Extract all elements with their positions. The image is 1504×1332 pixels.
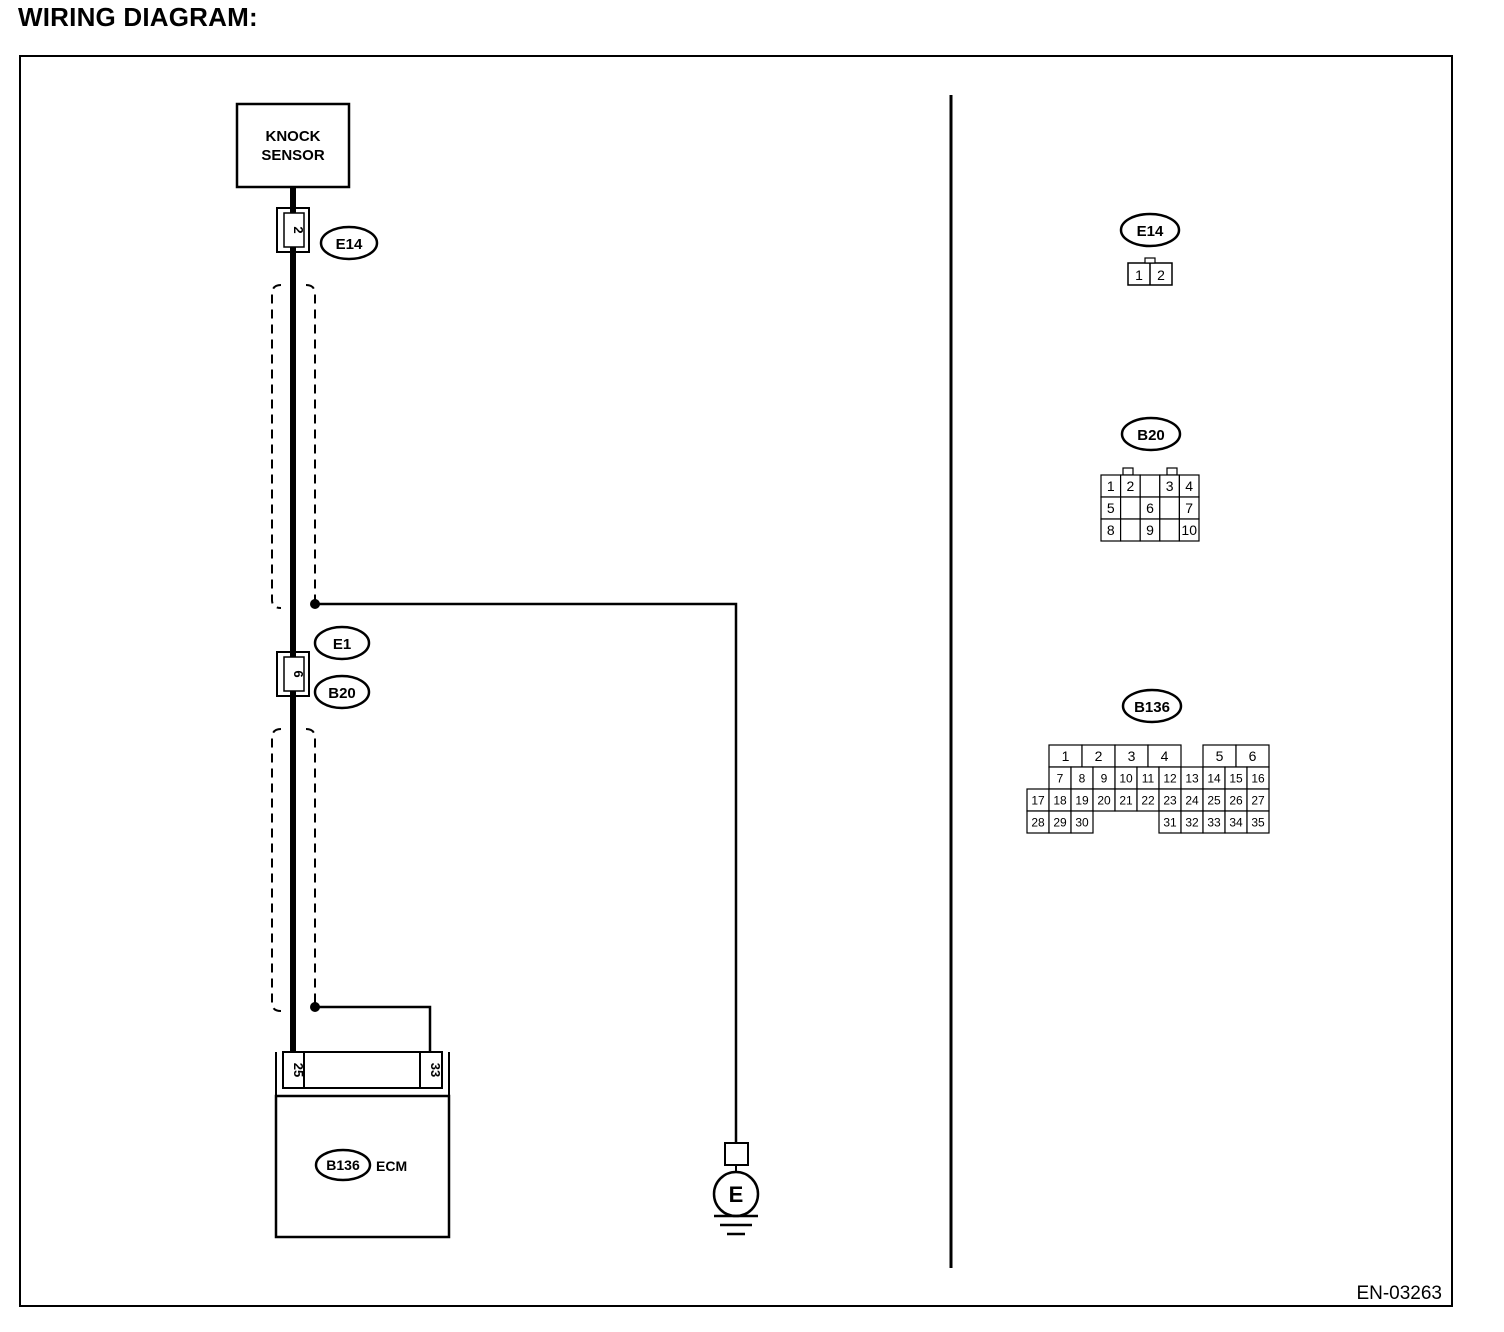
b136-pin-17: 17 — [1031, 793, 1045, 807]
b136-pin-31: 31 — [1163, 815, 1177, 829]
knock-sensor-label-1: KNOCK — [266, 128, 321, 145]
ecm-shield-wire — [315, 1005, 432, 1052]
b136-pin-6: 6 — [1249, 748, 1257, 764]
e14-badge-label: E14 — [336, 236, 363, 253]
b20-pin-9: 9 — [1146, 522, 1154, 538]
e14-connector-badge: E14 — [319, 225, 379, 261]
b136-pin-13: 13 — [1185, 771, 1199, 785]
b20-pin-6: 6 — [1146, 500, 1154, 516]
upper-shield-right — [305, 284, 316, 600]
b136-pin-23: 23 — [1163, 793, 1177, 807]
b136-pin-27: 27 — [1251, 793, 1265, 807]
b136-pin-21: 21 — [1119, 793, 1133, 807]
b136-pin-5: 5 — [1216, 748, 1224, 764]
b136-pin-25: 25 — [1207, 793, 1221, 807]
diagram-frame — [19, 55, 1453, 1307]
b20-pin-7: 7 — [1185, 500, 1193, 516]
b136-connector-badge — [314, 1148, 372, 1182]
b136-pin-2: 2 — [1095, 748, 1103, 764]
ecm-label: ECM — [376, 1158, 407, 1174]
b136-pin-33: 33 — [1207, 815, 1221, 829]
lower-shield-left — [271, 728, 282, 1012]
b136-pin-16: 16 — [1251, 771, 1265, 785]
b136-pin-9: 9 — [1101, 771, 1108, 785]
b20-pin-1: 1 — [1107, 478, 1115, 494]
b136-pin-8: 8 — [1079, 771, 1086, 785]
lower-shield-right — [305, 728, 316, 1003]
b136-pin-26: 26 — [1229, 793, 1243, 807]
b136-view-label: B136 — [1134, 699, 1170, 716]
b136-pin-28: 28 — [1031, 815, 1045, 829]
reference-code: EN-03263 — [1356, 1283, 1442, 1304]
b20-pin-4: 4 — [1185, 478, 1193, 494]
b136-pin-19: 19 — [1075, 793, 1089, 807]
lower-shield-splice — [310, 1002, 320, 1012]
b136-pin-15: 15 — [1229, 771, 1243, 785]
b20-connector-badge: B20 — [313, 674, 371, 710]
b136-pin-22: 22 — [1141, 793, 1155, 807]
b20-pin-number: 6 — [291, 670, 306, 677]
e1-connector-badge: E1 — [313, 625, 371, 661]
b136-pin-24: 24 — [1185, 793, 1199, 807]
e14-pin-number: 2 — [291, 226, 306, 233]
e14-view-pin-1: 1 — [1135, 267, 1143, 283]
b20-pin-3: 3 — [1166, 478, 1174, 494]
b136-pin-30: 30 — [1075, 815, 1089, 829]
b20-pin-2: 2 — [1127, 478, 1135, 494]
e1-badge-label: E1 — [333, 636, 351, 653]
b136-pin-11: 11 — [1142, 771, 1155, 785]
b136-pin-18: 18 — [1053, 793, 1067, 807]
upper-shield-splice — [310, 599, 320, 609]
b136-pin-3: 3 — [1128, 748, 1136, 764]
knock-sensor-label-2: SENSOR — [261, 147, 325, 164]
page-title: WIRING DIAGRAM: — [18, 2, 258, 32]
b20-pin-5: 5 — [1107, 500, 1115, 516]
e14-view-label: E14 — [1137, 223, 1164, 240]
knock-sensor: KNOCK SENSOR — [235, 102, 351, 189]
b20-inline-connector: 6 — [276, 651, 310, 697]
upper-shield-left — [271, 284, 282, 609]
b136-pin-7: 7 — [1057, 771, 1064, 785]
b136-pin-34: 34 — [1229, 815, 1243, 829]
b136-pin-12: 12 — [1163, 771, 1177, 785]
b136-pin-1: 1 — [1062, 748, 1070, 764]
b136-pin-4: 4 — [1161, 748, 1169, 764]
b20-pin-10: 10 — [1181, 522, 1197, 538]
b20-pin-8: 8 — [1107, 522, 1115, 538]
b136-pin-29: 29 — [1053, 815, 1067, 829]
b20-view-label: B20 — [1137, 427, 1165, 444]
ecm-unit: 25 33 B136 ECM — [274, 1051, 451, 1239]
b20-badge-label: B20 — [328, 685, 356, 702]
ecm-pin-33: 33 — [428, 1063, 443, 1077]
b136-pin-10: 10 — [1119, 771, 1133, 785]
ground-symbol: E — [712, 1142, 760, 1236]
ground-label: E — [729, 1182, 744, 1207]
e14-inline-connector: 2 — [276, 207, 310, 253]
e14-connector-view: E14 1 2 — [1119, 212, 1181, 286]
b136-pin-35: 35 — [1251, 815, 1265, 829]
ecm-pin-25: 25 — [291, 1063, 306, 1077]
b136-pin-32: 32 — [1185, 815, 1199, 829]
e14-view-pin-2: 2 — [1157, 267, 1165, 283]
b136-pin-14: 14 — [1207, 771, 1221, 785]
shield-ground-wire — [315, 602, 738, 1143]
b136-pin-20: 20 — [1097, 793, 1111, 807]
b136-badge-label: B136 — [326, 1157, 360, 1173]
